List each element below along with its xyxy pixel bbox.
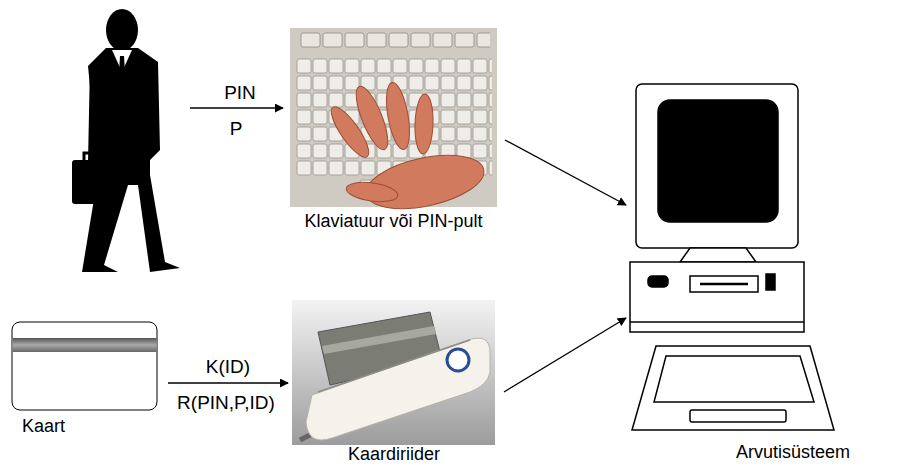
power-light (766, 274, 775, 290)
id-logo (447, 349, 469, 371)
signal-label: P (230, 118, 243, 140)
space-key (690, 410, 786, 422)
tie (118, 56, 126, 98)
picture-area (22, 318, 148, 416)
drive-slot (700, 283, 748, 286)
hand (325, 81, 488, 218)
function-keys (300, 32, 490, 50)
drive-bay (690, 276, 758, 292)
data-flow-arrow (504, 318, 626, 392)
input-arrow (190, 107, 283, 108)
figure-caption: Kaardiriider (348, 444, 440, 465)
edge-label: K(ID) (206, 356, 250, 378)
figure-node: Arvutisüsteem (628, 80, 858, 463)
person-silhouette (72, 9, 180, 272)
computer-keyboard (632, 346, 834, 430)
reader-body (306, 338, 490, 440)
screen (658, 100, 778, 222)
figure-node: Klaviatuur või PIN-pult (288, 26, 499, 232)
card-print (322, 326, 436, 354)
unit-base-line (630, 321, 804, 323)
monitor (636, 84, 798, 248)
card-reader-photo (292, 300, 495, 445)
head (106, 9, 138, 51)
card-drawing (12, 322, 157, 410)
monitor-stand (680, 248, 756, 262)
picture-area (292, 296, 496, 444)
briefcase-handle (84, 153, 100, 160)
figure-caption: Kaart (22, 416, 65, 437)
card-slot (318, 340, 470, 392)
picture-area (290, 26, 497, 211)
data-flow-arrow (168, 382, 288, 383)
computer-drawing (630, 84, 834, 430)
data-flow-arrow (505, 140, 626, 205)
system-unit (630, 262, 804, 332)
signal-label: PIN (224, 82, 256, 104)
photo-ground (292, 300, 495, 445)
key-block (654, 356, 814, 402)
figure-caption: Klaviatuur või PIN-pult (304, 211, 482, 232)
picture-area (636, 80, 850, 442)
card-body (12, 322, 157, 410)
figure-caption: Arvutisüsteem (736, 442, 850, 463)
briefcase (72, 160, 112, 204)
magnetic-stripe (13, 338, 157, 352)
signal-label: R(PIN,P,ID) (177, 392, 275, 414)
figure-node: Kaart (8, 318, 162, 437)
drive-button (648, 276, 668, 287)
figure-node: Kaardiriider (290, 296, 498, 465)
arm (88, 64, 100, 162)
keyboard-photo (290, 28, 497, 218)
